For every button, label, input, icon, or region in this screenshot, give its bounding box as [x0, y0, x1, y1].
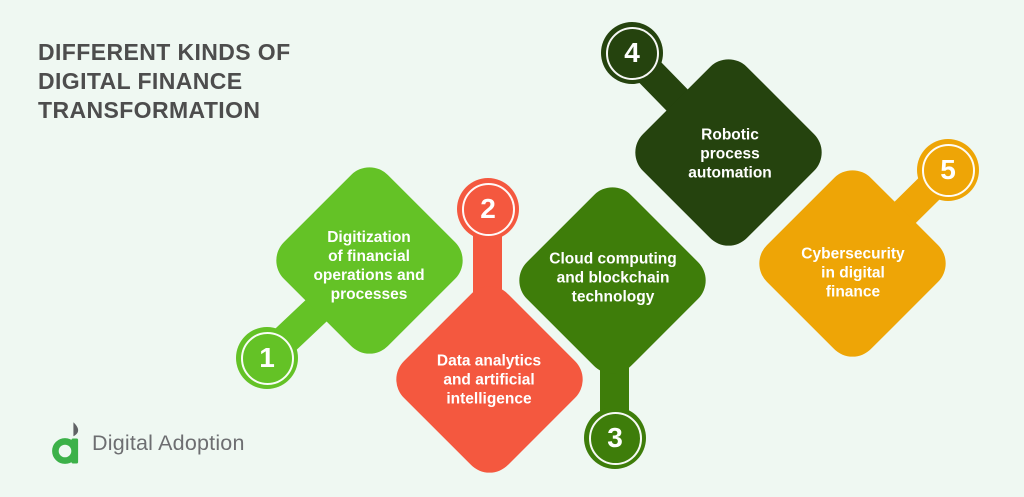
brand-name: Digital Adoption [92, 430, 245, 455]
number-badge: 3 [584, 407, 646, 469]
number-badge: 1 [236, 327, 298, 389]
number-badge: 2 [457, 178, 519, 240]
brand-logo: Digital Adoption [52, 421, 245, 465]
kind-label: Robotic process automation [688, 126, 772, 182]
badge-number: 5 [940, 154, 956, 185]
title-line: DIFFERENT KINDS OF [38, 39, 291, 65]
kind-label: Data analytics and artificial intelligen… [436, 352, 542, 408]
title-line: DIGITAL FINANCE [38, 68, 243, 94]
kind-label: Cloud computing and blockchain technolog… [549, 250, 677, 306]
number-badge: 4 [601, 22, 663, 84]
title-line: TRANSFORMATION [38, 97, 261, 123]
kind-label: Cybersecurity in digital finance [801, 245, 905, 301]
badge-number: 3 [607, 422, 623, 453]
badge-number: 2 [480, 193, 496, 224]
number-badge: 5 [917, 139, 979, 201]
badge-number: 1 [259, 342, 275, 373]
badge-number: 4 [624, 37, 640, 68]
kind-label: Digitization of financial operations and… [313, 229, 425, 303]
page-title: DIFFERENT KINDS OF DIGITAL FINANCE TRANS… [38, 38, 291, 125]
digital-adoption-icon [52, 422, 79, 464]
